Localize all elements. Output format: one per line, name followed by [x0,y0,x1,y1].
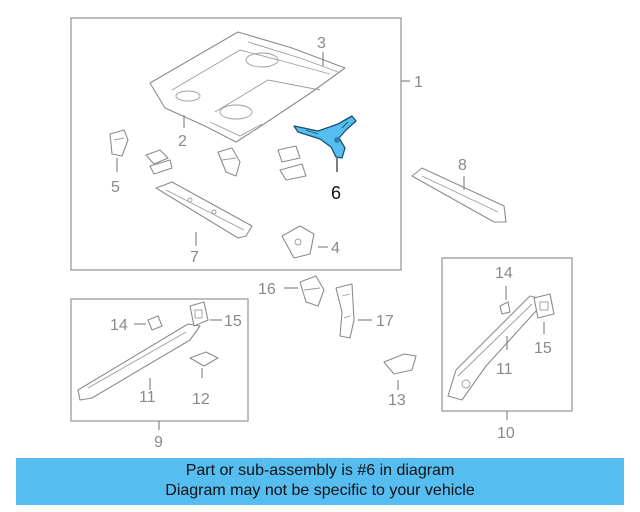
callout-17: 17 [376,313,394,330]
callout-16: 16 [258,281,276,298]
callout-14-right: 14 [495,265,513,282]
callout-10: 10 [497,425,515,442]
group-box-9 [70,298,249,422]
part-6-highlighted-bracket [293,115,357,159]
info-banner: Part or sub-assembly is #6 in diagram Di… [16,458,624,505]
callout-3: 3 [317,35,326,52]
callout-15-right: 15 [534,340,552,357]
callout-2: 2 [178,133,187,150]
banner-line-1: Part or sub-assembly is #6 in diagram [185,462,455,479]
callout-11-right: 11 [496,361,513,378]
callout-8: 8 [458,157,467,174]
callout-9: 9 [154,434,163,451]
part-small-bracket-c [277,145,307,181]
part-5-bracket [109,129,129,157]
part-11-side-sill-left [77,323,201,401]
callout-13: 13 [388,392,406,409]
part-14-clip-left [147,315,163,331]
callout-1: 1 [414,74,423,91]
part-floor-pan [149,31,346,143]
banner-line-2: Diagram may not be specific to your vehi… [165,482,475,499]
callout-6: 6 [331,183,341,203]
part-small-bracket-b [217,147,241,177]
part-12-bracket [189,351,219,367]
part-17-pillar [335,283,355,339]
part-16-bracket [299,275,325,307]
callout-12: 12 [192,391,210,408]
callout-14-left: 14 [110,317,128,334]
part-15-plate-left [189,301,209,327]
part-11-side-sill-right [447,295,547,401]
callout-5: 5 [111,179,120,196]
part-4-bracket [281,225,315,259]
part-8-crossmember [411,167,507,223]
part-7-rail [155,181,253,239]
part-15-plate-right [533,293,555,319]
callout-7: 7 [190,249,199,266]
part-14-clip-right [499,301,511,315]
callout-4: 4 [331,240,340,257]
callout-11-left: 11 [139,389,156,406]
part-13-bracket [383,353,417,375]
part-small-bracket-a [145,149,173,175]
callout-15-left: 15 [224,313,242,330]
group-box-floor-pan [70,17,402,271]
